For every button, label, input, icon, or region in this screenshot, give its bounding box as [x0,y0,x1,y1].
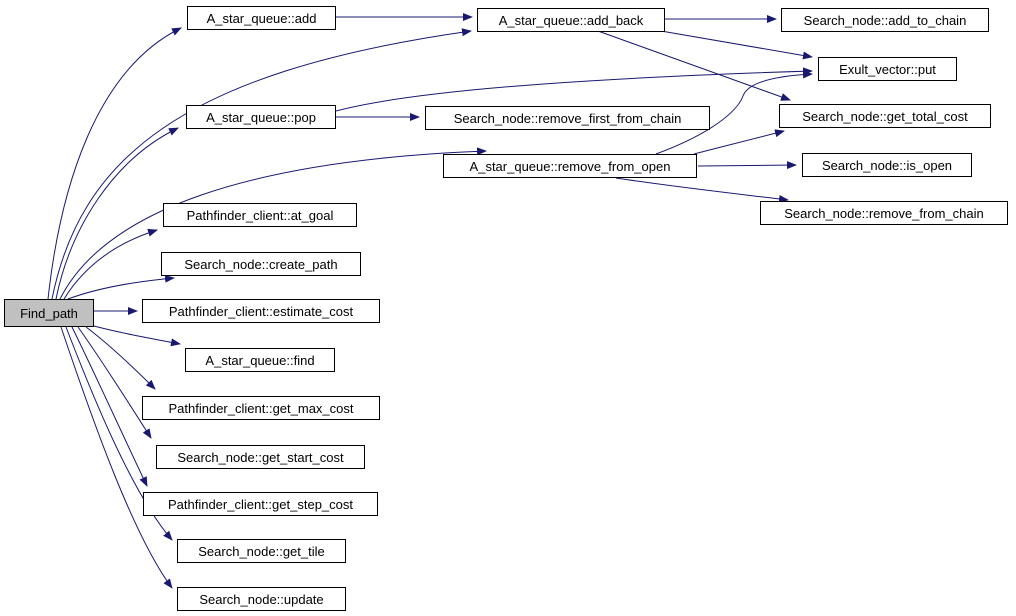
node-a-star-queue-pop[interactable]: A_star_queue::pop [186,105,336,129]
edge-find_path-get_max_cost [85,326,156,390]
node-pathfinder-client-estimate-cost[interactable]: Pathfinder_client::estimate_cost [142,299,380,323]
edge-find_path-find [89,324,181,347]
node-a-star-queue-add[interactable]: A_star_queue::add [187,6,336,30]
node-search-node-remove-first-from-chain[interactable]: Search_node::remove_first_from_chain [425,106,710,130]
edge-find_path-add [47,27,182,300]
node-search-node-add-to-chain[interactable]: Search_node::add_to_chain [781,8,989,32]
edge-find_path-get_tile [65,326,173,541]
edge-find_path-at_goal [63,228,158,300]
edge-find_path-pop [55,127,179,300]
node-search-node-is-open[interactable]: Search_node::is_open [802,153,972,177]
node-a-star-queue-add-back[interactable]: A_star_queue::add_back [477,8,665,32]
node-pathfinder-client-at-goal[interactable]: Pathfinder_client::at_goal [163,203,357,227]
node-find-path: Find_path [4,299,94,327]
edge-find_path-remove_from_open [59,147,487,300]
node-pathfinder-client-get-step-cost[interactable]: Pathfinder_client::get_step_cost [143,492,378,516]
edge-add_back-get_total_cost [597,30,791,101]
edge-find_path-create_path [67,274,175,300]
edge-remove_from_open-get_total_cost [693,129,785,155]
node-search-node-get-total-cost[interactable]: Search_node::get_total_cost [779,104,991,128]
edge-remove_from_open-put [655,70,813,155]
node-search-node-create-path[interactable]: Search_node::create_path [161,252,361,276]
node-a-star-queue-find[interactable]: A_star_queue::find [185,348,335,372]
node-search-node-remove-from-chain[interactable]: Search_node::remove_from_chain [760,201,1008,225]
node-search-node-get-tile[interactable]: Search_node::get_tile [177,539,346,563]
edge-add_back-put [660,30,813,60]
edge-remove_from_open-remove_from_chain [615,177,789,203]
edge-find_path-get_start_cost [77,326,152,439]
edge-remove_from_open-is_open [697,161,797,170]
node-a-star-queue-remove-from-open[interactable]: A_star_queue::remove_from_open [443,154,697,178]
node-search-node-update[interactable]: Search_node::update [177,587,346,611]
edge-find_path-add_back [51,28,472,300]
node-pathfinder-client-get-max-cost[interactable]: Pathfinder_client::get_max_cost [142,396,380,420]
edge-find_path-update [60,326,173,589]
edge-pop-put [335,67,813,112]
edge-find_path-get_step_cost [71,326,148,487]
node-search-node-get-start-cost[interactable]: Search_node::get_start_cost [156,445,365,469]
node-exult-vector-put[interactable]: Exult_vector::put [818,57,957,81]
